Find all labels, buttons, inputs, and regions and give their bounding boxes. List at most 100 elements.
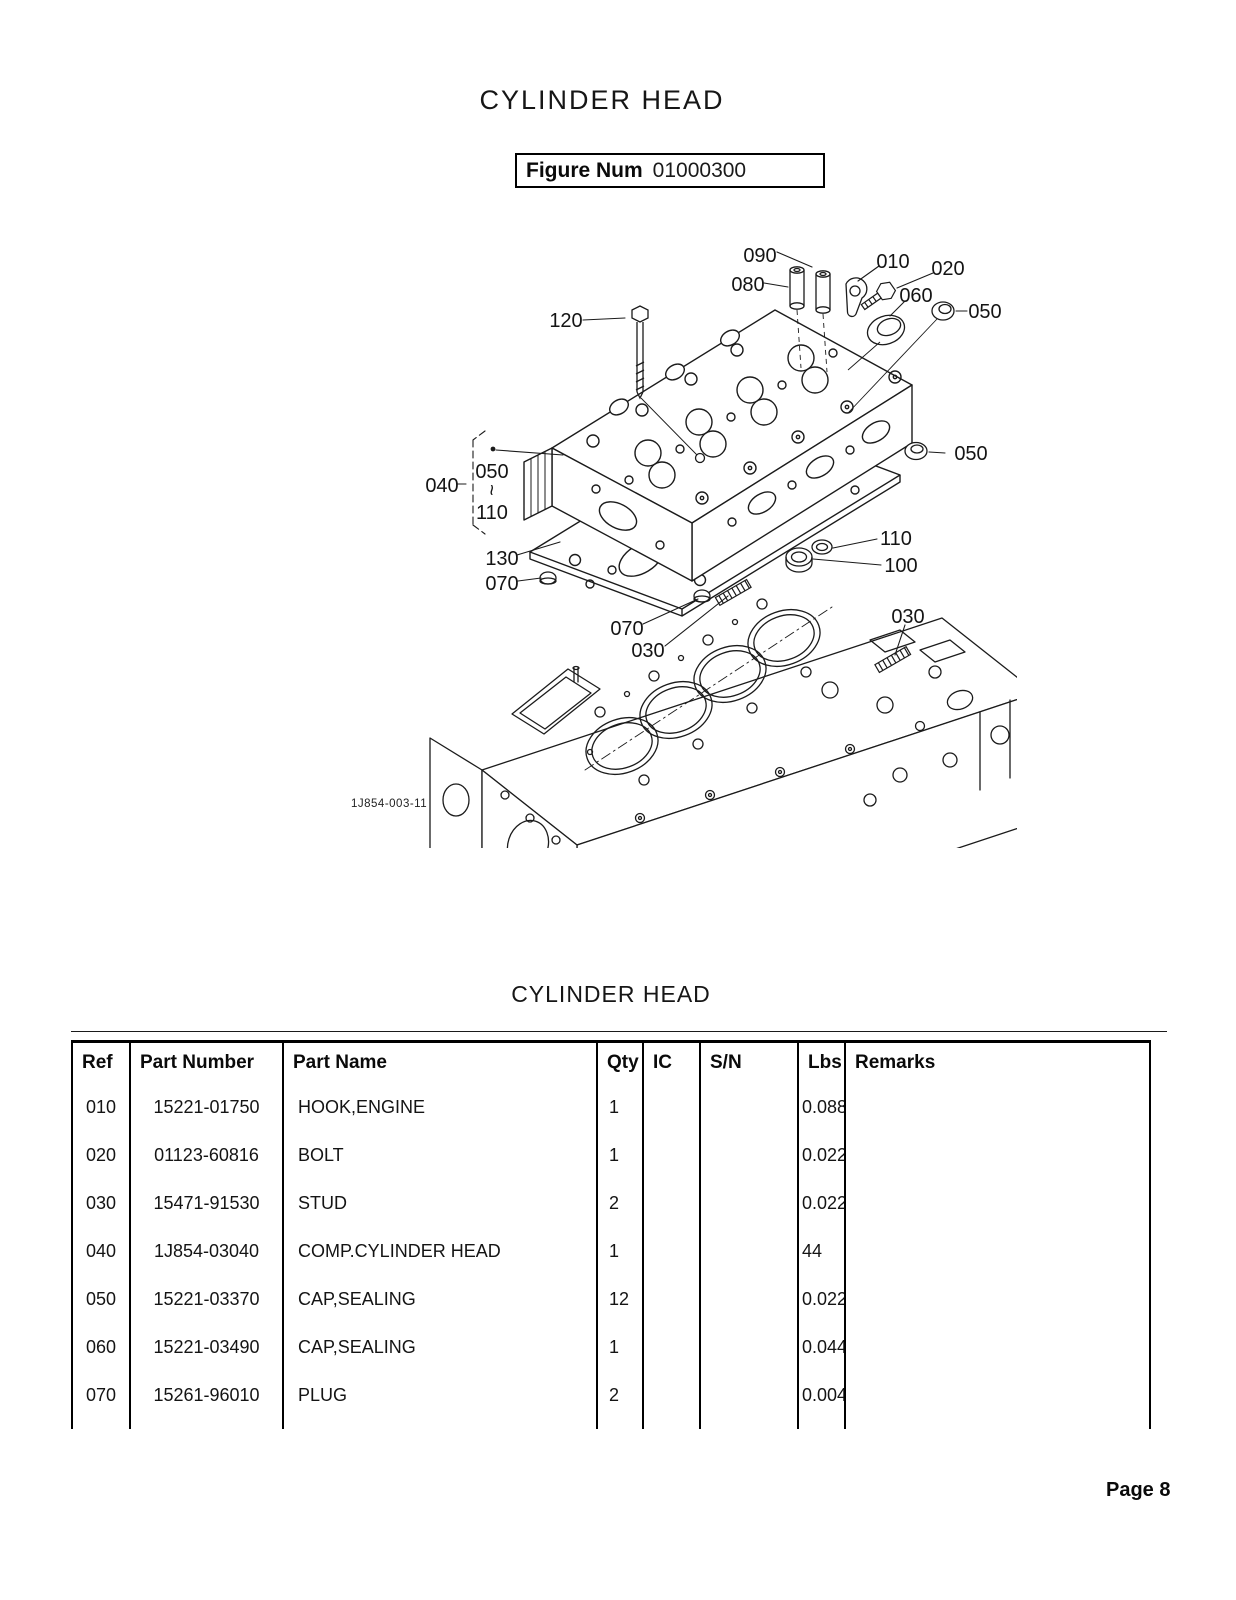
callout-040: 040 (425, 475, 458, 497)
cell-empty (700, 1419, 799, 1429)
callout-130: 130 (485, 548, 518, 570)
column-header-part-name: Part Name (283, 1041, 598, 1084)
cell-ref: 050 (72, 1275, 131, 1324)
cell-part_number: 15221-03490 (130, 1323, 284, 1372)
head-bolt-120 (631, 305, 706, 464)
cell-ref: 060 (72, 1323, 131, 1372)
cell-lbs: 0.022 (798, 1131, 846, 1180)
callout-070-lower: 070 (610, 618, 643, 640)
page-number: Page 8 (1106, 1479, 1171, 1501)
cell-part_name: PLUG (283, 1371, 598, 1420)
cell-ic (643, 1323, 701, 1372)
cell-ref: 040 (72, 1227, 131, 1276)
column-header-ic: IC (643, 1041, 701, 1084)
callout-tilde: ~ (480, 484, 502, 496)
cell-sn (700, 1371, 799, 1420)
callout-050-top: 050 (968, 301, 1001, 323)
callout-020: 020 (931, 258, 964, 280)
cell-empty (130, 1419, 284, 1429)
cell-ref: 070 (72, 1371, 131, 1420)
page-title: CYLINDER HEAD (479, 85, 725, 115)
table-filler-row (72, 1419, 1150, 1429)
cell-ic (643, 1179, 701, 1228)
cell-qty: 2 (597, 1371, 644, 1420)
callout-030-lower: 030 (631, 640, 664, 662)
cell-remarks (845, 1228, 1150, 1276)
cell-sn (700, 1275, 799, 1324)
callout-110-bracket: 110 (476, 502, 508, 524)
cell-empty (72, 1419, 131, 1429)
column-header-sn: S/N (700, 1041, 799, 1084)
cell-ref: 010 (72, 1083, 131, 1132)
cell-sn (700, 1131, 799, 1180)
cell-empty (798, 1419, 846, 1429)
callout-leaders (456, 251, 968, 656)
callout-050-mid: 050 (954, 443, 987, 465)
cell-sn (700, 1179, 799, 1228)
cell-part_name: CAP,SEALING (283, 1323, 598, 1372)
cell-part_number: 15221-01750 (130, 1083, 284, 1132)
cell-lbs: 0.088 (798, 1083, 846, 1132)
table-title: CYLINDER HEAD (511, 981, 711, 1007)
cell-part_name: STUD (283, 1179, 598, 1228)
cell-part_number: 15221-03370 (130, 1275, 284, 1324)
cell-part_number: 15471-91530 (130, 1179, 284, 1228)
callout-010: 010 (876, 251, 909, 273)
cell-empty (597, 1419, 644, 1429)
cell-part_name: CAP,SEALING (283, 1275, 598, 1324)
cell-qty: 1 (597, 1083, 644, 1132)
cell-part_name: BOLT (283, 1131, 598, 1180)
callout-080: 080 (731, 274, 764, 296)
cell-sn (700, 1227, 799, 1276)
cell-remarks (845, 1132, 1150, 1180)
cell-ic (643, 1131, 701, 1180)
cylinder-head-body (523, 309, 913, 582)
cell-remarks (845, 1180, 1150, 1228)
engine-hook-010 (845, 277, 868, 318)
cell-sn (700, 1323, 799, 1372)
cell-remarks (845, 1084, 1150, 1132)
callout-120: 120 (549, 310, 582, 332)
cell-part_number: 01123-60816 (130, 1131, 284, 1180)
cell-part_number: 1J854-03040 (130, 1227, 284, 1276)
header-row: Ref Part Number Part Name Qty IC S/N Lbs… (72, 1041, 1150, 1084)
figure-box: Figure Num 01000300 (515, 153, 825, 188)
column-header-qty: Qty (597, 1041, 644, 1084)
exploded-diagram: 090 080 010 020 060 050 120 040 050 ~ 11… (425, 245, 1017, 848)
callout-070-left: 070 (485, 573, 518, 595)
cell-ref: 020 (72, 1131, 131, 1180)
cell-part_name: HOOK,ENGINE (283, 1083, 598, 1132)
cell-remarks (845, 1276, 1150, 1324)
callout-060: 060 (899, 285, 932, 307)
figure-number: 01000300 (652, 158, 747, 182)
valve-guides (789, 266, 831, 373)
callout-100: 100 (884, 555, 917, 577)
cell-ic (643, 1227, 701, 1276)
cell-lbs: 0.004 (798, 1371, 846, 1420)
cell-remarks (845, 1324, 1150, 1372)
bolt-020 (860, 281, 897, 311)
cell-sn (700, 1083, 799, 1132)
table-top-rule (71, 1031, 1167, 1032)
cell-lbs: 0.022 (798, 1275, 846, 1324)
callout-050-bracket: 050 (475, 461, 508, 483)
cell-empty (283, 1419, 598, 1429)
cell-qty: 1 (597, 1227, 644, 1276)
cell-lbs: 44 (798, 1227, 846, 1276)
parts-table-wrap: Ref Part Number Part Name Qty IC S/N Lbs… (71, 1040, 1156, 1429)
cell-part_name: COMP.CYLINDER HEAD (283, 1227, 598, 1276)
cell-lbs: 0.044 (798, 1323, 846, 1372)
cell-empty (643, 1419, 701, 1429)
cell-qty: 12 (597, 1275, 644, 1324)
engine-block (429, 598, 1017, 848)
column-header-remarks: Remarks (855, 1052, 936, 1074)
drawing-code: 1J854-003-11 (351, 798, 428, 810)
sealing-caps (847, 301, 955, 461)
callout-labels: 090 080 010 020 060 050 120 040 050 ~ 11… (425, 245, 1001, 662)
